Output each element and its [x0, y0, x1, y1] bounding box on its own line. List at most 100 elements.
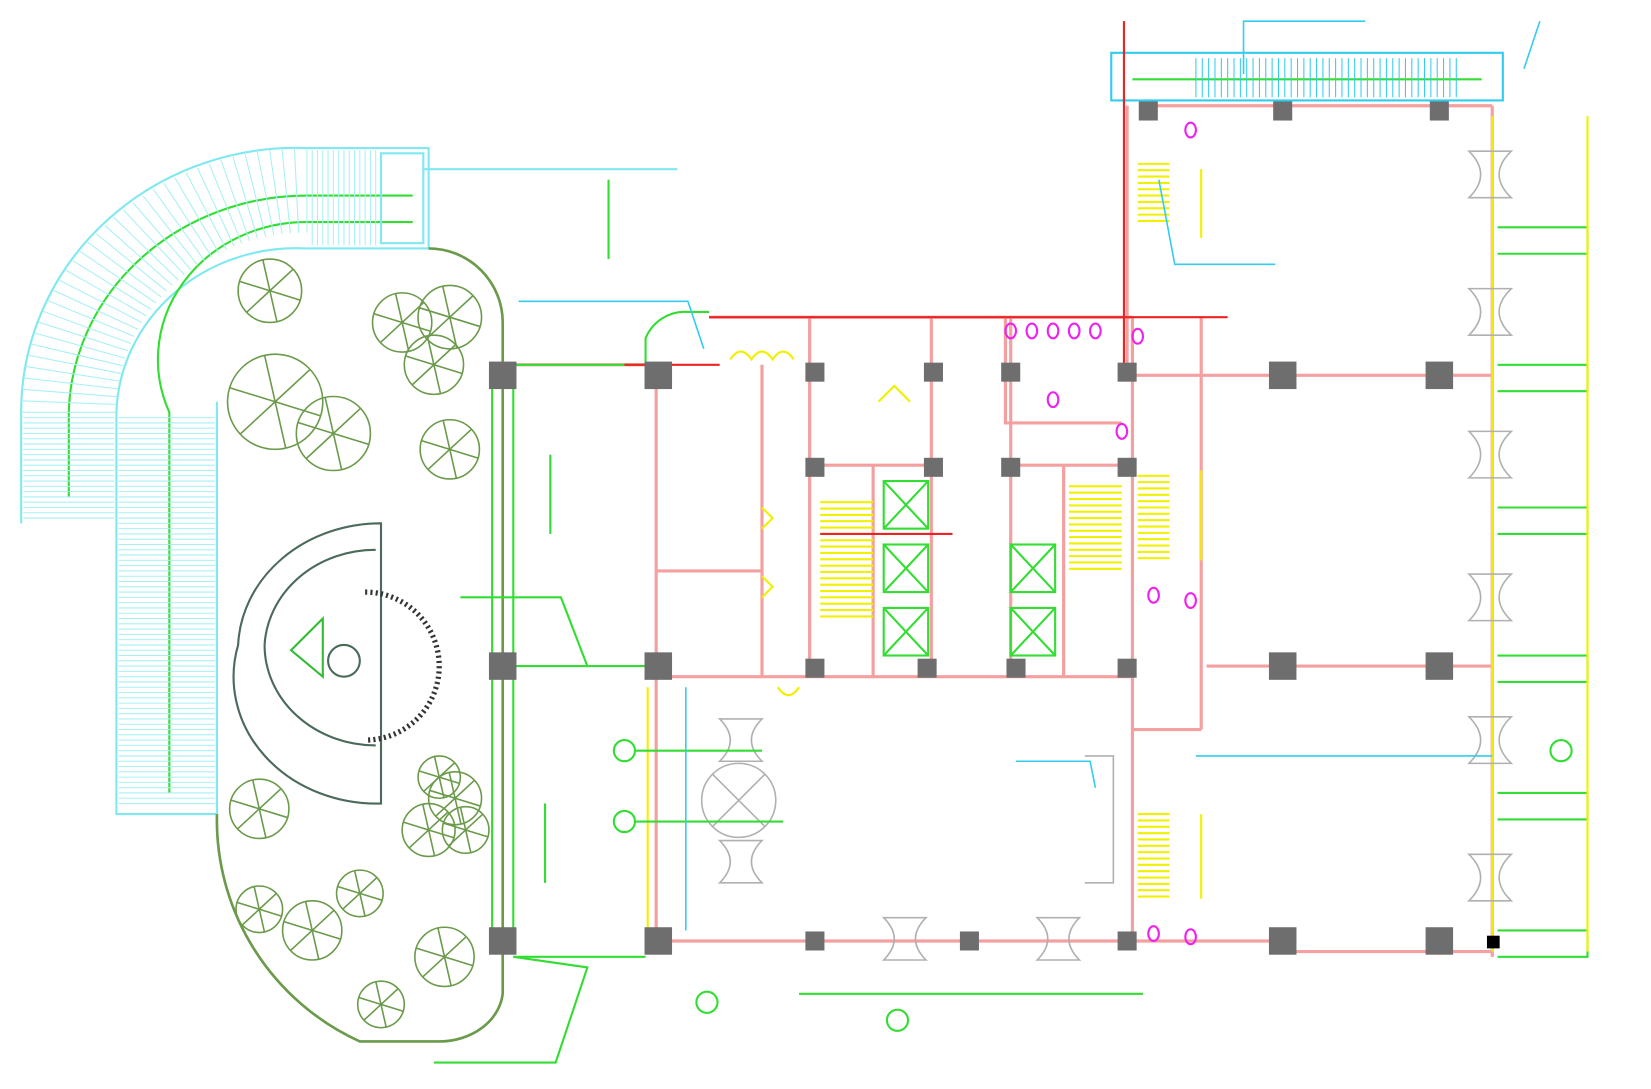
tree-symbol	[295, 395, 372, 472]
tree-branch	[236, 901, 260, 911]
tree-branch	[449, 448, 479, 459]
grid-bubble-symbols	[612, 739, 1573, 1032]
ramp-step	[30, 343, 124, 367]
elevator-cross	[882, 480, 929, 530]
ramp-step	[293, 148, 300, 233]
tree-branch	[229, 386, 276, 403]
tree-branch	[422, 956, 446, 978]
ramp-step	[23, 377, 119, 390]
tree-branch	[423, 776, 440, 793]
elevator-cross	[1009, 543, 1056, 593]
tree-branch	[433, 344, 457, 366]
tree-symbol	[401, 802, 456, 858]
tree-branch	[237, 808, 260, 830]
structural-column	[1273, 101, 1293, 121]
tree-branch	[438, 776, 445, 798]
tree-branch	[459, 807, 467, 831]
tree-branch	[269, 268, 294, 292]
leader-line	[518, 300, 705, 350]
leader-lines	[518, 20, 1541, 931]
tree-branch	[448, 772, 456, 799]
tree-branch	[394, 293, 403, 323]
ramp-step	[174, 177, 220, 254]
structural-column	[1268, 361, 1297, 390]
tree-branch	[324, 397, 335, 434]
tree-branch	[464, 829, 472, 853]
structural-column	[923, 457, 943, 477]
tree-symbol	[371, 292, 433, 353]
revolving-door-symbol	[1467, 287, 1514, 336]
revolving-door-symbol	[1467, 853, 1514, 902]
toilet-fixture	[1046, 391, 1060, 409]
tree-branch	[375, 981, 382, 1005]
structural-column	[1425, 927, 1454, 955]
revolving-door-symbol	[1467, 716, 1514, 765]
toilet-fixture	[1131, 327, 1145, 345]
door-swing	[761, 506, 775, 530]
ramp-step	[142, 195, 199, 266]
grid-bubble-symbol	[612, 739, 637, 763]
elevator-cross	[1009, 607, 1056, 657]
ramp-step	[281, 148, 291, 234]
tree-branch	[454, 779, 476, 799]
red-axis-lines	[624, 21, 1228, 535]
tree-branch	[269, 289, 301, 301]
tree-branch	[263, 355, 276, 402]
tree-branch	[421, 804, 430, 831]
tree-branch	[403, 821, 429, 831]
tree-branch	[251, 779, 261, 809]
structural-column	[1268, 927, 1297, 955]
tree-branch	[274, 401, 321, 417]
tree-branch	[427, 448, 451, 471]
tree-branch	[258, 808, 267, 838]
tree-branch	[428, 829, 455, 839]
tree-branch	[454, 798, 462, 825]
green-line	[1497, 929, 1589, 958]
grid-bubble-symbol	[695, 990, 719, 1014]
tree-branch	[304, 901, 313, 931]
structural-column	[644, 927, 673, 955]
toilet-fixture	[1115, 422, 1129, 440]
structural-column	[1425, 652, 1454, 680]
structural-column	[805, 658, 825, 678]
tree-branch	[426, 335, 435, 365]
elevator-symbol	[882, 480, 930, 530]
tree-branch	[311, 909, 335, 931]
tree-branch	[441, 286, 451, 318]
green-line	[460, 596, 589, 667]
toilet-fixture	[1046, 322, 1060, 340]
leader-line	[1158, 179, 1276, 266]
tree-branch	[305, 432, 334, 460]
tree-branch	[380, 1004, 387, 1028]
revolving-door-symbol	[717, 839, 764, 884]
structural-columns	[488, 101, 1500, 955]
landscape-area	[215, 247, 505, 1043]
green-line	[1497, 654, 1589, 684]
leader-line	[1523, 20, 1541, 69]
wall	[1003, 317, 1122, 425]
ramp-step	[72, 260, 152, 310]
revolving-door-symbol	[1467, 150, 1514, 199]
tree-branch	[449, 449, 458, 479]
ramp-step	[113, 217, 179, 281]
tree-branch	[448, 829, 467, 847]
ramp-step	[185, 172, 227, 250]
structural-column	[644, 652, 673, 680]
grid-bubble-symbol	[885, 1008, 910, 1032]
tree-branch	[332, 433, 343, 470]
tree-branch	[419, 307, 451, 318]
tree-branch	[380, 1003, 404, 1013]
tree-branch	[435, 797, 456, 817]
elevator-symbol	[1009, 543, 1057, 594]
structural-column	[1486, 935, 1500, 949]
tree-branch	[241, 908, 260, 926]
tree-branch	[444, 956, 474, 967]
tree-branch	[358, 996, 382, 1006]
green-line	[1497, 363, 1589, 393]
tree-branch	[353, 870, 361, 894]
structural-column	[488, 652, 517, 680]
toilet-fixture	[1067, 322, 1081, 340]
elevator-symbol	[882, 606, 930, 657]
door-swing	[877, 384, 911, 403]
